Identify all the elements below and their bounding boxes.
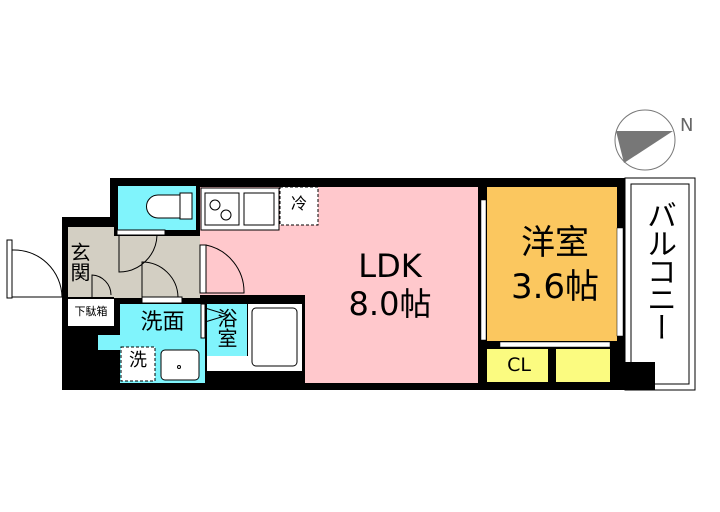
balcony-inner bbox=[630, 183, 690, 385]
wash-basin bbox=[160, 349, 200, 381]
burner-icon bbox=[220, 209, 232, 221]
window bbox=[616, 227, 624, 337]
fridge-label: 冷 bbox=[290, 194, 307, 213]
compass-icon bbox=[614, 109, 676, 171]
entrance-label: 玄関 bbox=[67, 242, 91, 282]
closet-left bbox=[487, 349, 548, 382]
fridge-space bbox=[279, 186, 319, 226]
drain-icon bbox=[177, 365, 181, 369]
toilet-bowl bbox=[146, 194, 181, 219]
closet-door bbox=[499, 341, 611, 348]
western-room-size: 3.6帖 bbox=[510, 267, 600, 307]
closet-right bbox=[556, 349, 610, 382]
wall-block bbox=[618, 362, 655, 390]
bath-room bbox=[207, 304, 247, 356]
toilet-tank bbox=[179, 192, 193, 220]
western-room-label: 洋室 bbox=[521, 223, 589, 263]
balcony-label: バルコニー bbox=[641, 200, 676, 340]
doors bbox=[6, 229, 245, 339]
window bbox=[480, 199, 487, 341]
ldk-room bbox=[200, 187, 478, 383]
washer-label: 洗 bbox=[129, 350, 147, 371]
sink bbox=[243, 192, 275, 226]
ldk-size: 8.0帖 bbox=[348, 285, 432, 323]
western-room bbox=[487, 187, 617, 341]
bathtub-inner bbox=[251, 307, 298, 367]
entrance-area bbox=[68, 227, 114, 297]
closet-label: CL bbox=[507, 354, 531, 376]
bath-label: 浴室 bbox=[214, 308, 238, 348]
compass-north-label: N bbox=[680, 115, 694, 136]
washroom-label: 洗面 bbox=[140, 310, 185, 335]
hallway bbox=[114, 236, 200, 298]
shoe-box-label: 下駄箱 bbox=[74, 305, 108, 318]
burner-icon bbox=[209, 199, 221, 211]
shoe-box bbox=[68, 299, 114, 326]
washer-space bbox=[120, 346, 156, 382]
stove bbox=[204, 192, 240, 226]
ldk-label: LDK bbox=[358, 247, 422, 285]
